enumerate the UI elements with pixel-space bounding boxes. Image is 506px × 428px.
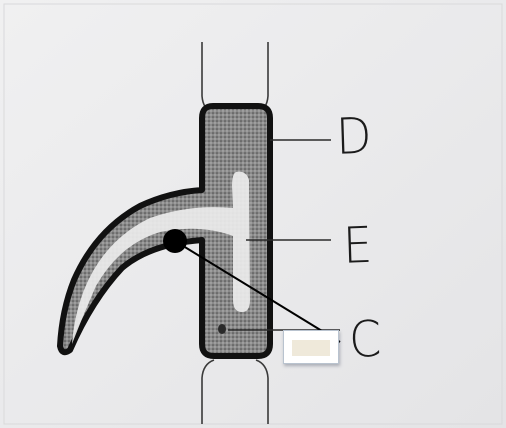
label-d: D [335,111,372,162]
answer-box[interactable] [283,330,339,364]
pointer-marker-dot[interactable] [163,229,187,253]
answer-box-field[interactable] [292,340,330,356]
label-e: E [342,220,373,271]
nucleus-dot [218,324,226,334]
label-c: C [348,314,382,365]
